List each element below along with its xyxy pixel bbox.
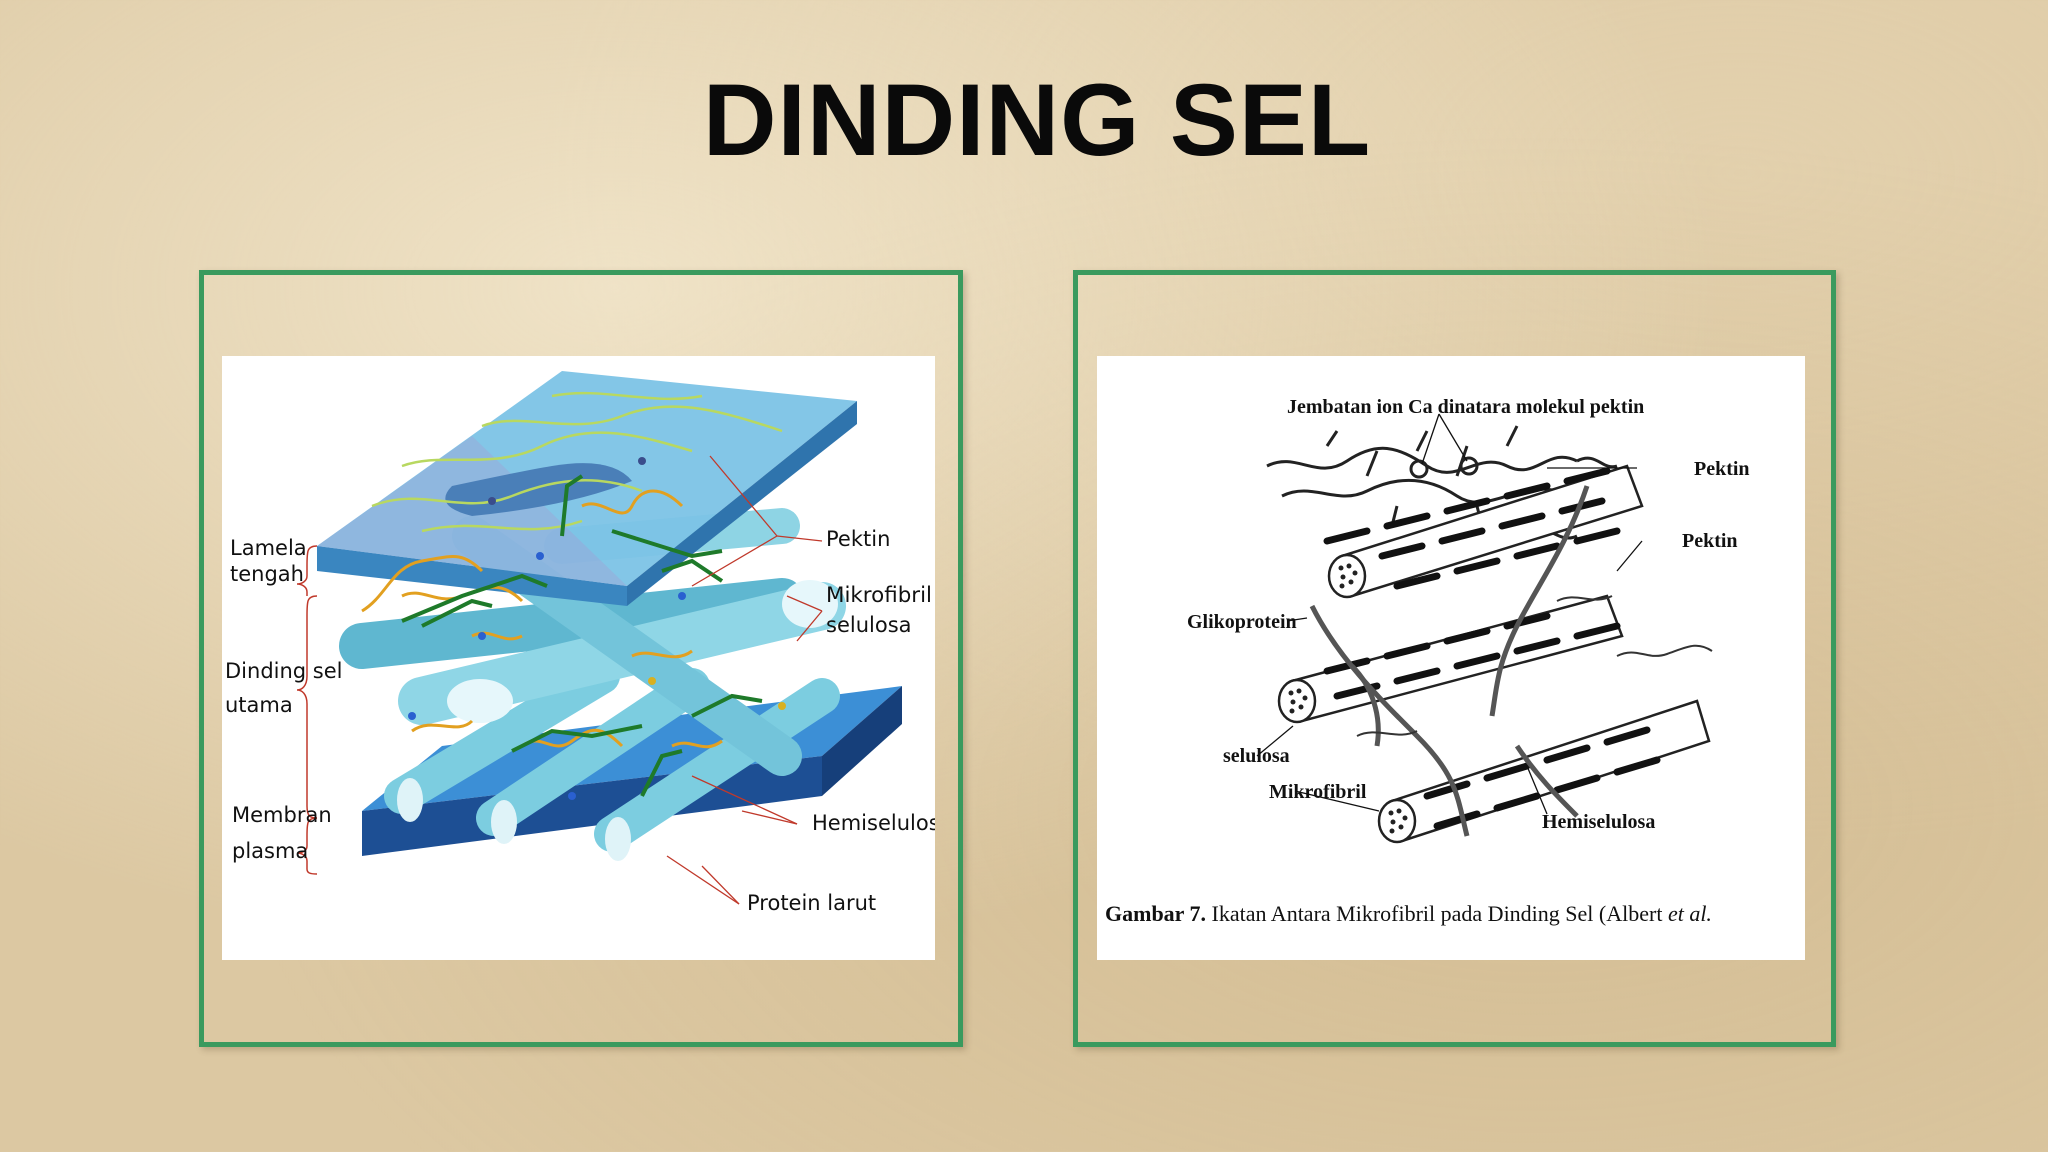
caption-text: Ikatan Antara Mikrofibril pada Dinding S…: [1206, 901, 1668, 926]
protein-dots: [408, 457, 786, 800]
label-mikrofibril: Mikrofibril: [1269, 781, 1367, 803]
hemicellulose-strands: [401, 474, 763, 797]
label-hemiselulosa: Hemiselulosa: [812, 811, 935, 835]
bottom-fibrils: [384, 658, 840, 861]
callout-lines: [666, 455, 823, 905]
microfibril-bw-diagram: Jembatan ion Ca dinatara molekul pektin …: [1097, 356, 1805, 960]
label-mikrofibril-line2: selulosa: [826, 613, 912, 637]
label-pektin: Pektin: [826, 527, 890, 551]
layer-brackets: [296, 545, 318, 875]
label-pektin-1: Pektin: [1694, 458, 1750, 480]
label-glikoprotein: Glikoprotein: [1187, 611, 1297, 633]
label-mikrofibril-line1: Mikrofibril: [826, 583, 932, 607]
caption-prefix: Gambar 7.: [1105, 901, 1206, 926]
left-image-frame: [199, 270, 963, 1047]
label-membran-plasma-line1: Membran: [232, 803, 332, 827]
label-membran-plasma-line2: plasma: [232, 839, 308, 863]
label-pektin-2: Pektin: [1682, 530, 1738, 552]
label-lamela-tengah-line1: Lamela: [230, 536, 307, 560]
figure-caption: Gambar 7. Ikatan Antara Mikrofibril pada…: [1105, 901, 1712, 926]
callout-lines: [1256, 413, 1643, 815]
label-protein-larut: Protein larut: [747, 891, 876, 915]
caption-etal: et al.: [1668, 901, 1712, 926]
label-dinding-sel-line1: Dinding sel: [225, 659, 343, 683]
label-lamela-tengah-line2: tengah: [230, 562, 304, 586]
label-dinding-sel-line2: utama: [225, 693, 293, 717]
right-image-frame: [1073, 270, 1836, 1047]
cell-wall-color-diagram: Lamela tengah Dinding sel utama Membran …: [222, 356, 935, 960]
hemicellulose-dashes: [1323, 467, 1661, 830]
glycoprotein-strands: [1309, 485, 1590, 837]
label-hemiselulosa: Hemiselulosa: [1542, 811, 1655, 833]
label-jembatan-ion: Jembatan ion Ca dinatara molekul pektin: [1287, 396, 1644, 418]
label-selulosa: selulosa: [1223, 745, 1290, 767]
slide-title: DINDING SEL: [702, 63, 1372, 177]
